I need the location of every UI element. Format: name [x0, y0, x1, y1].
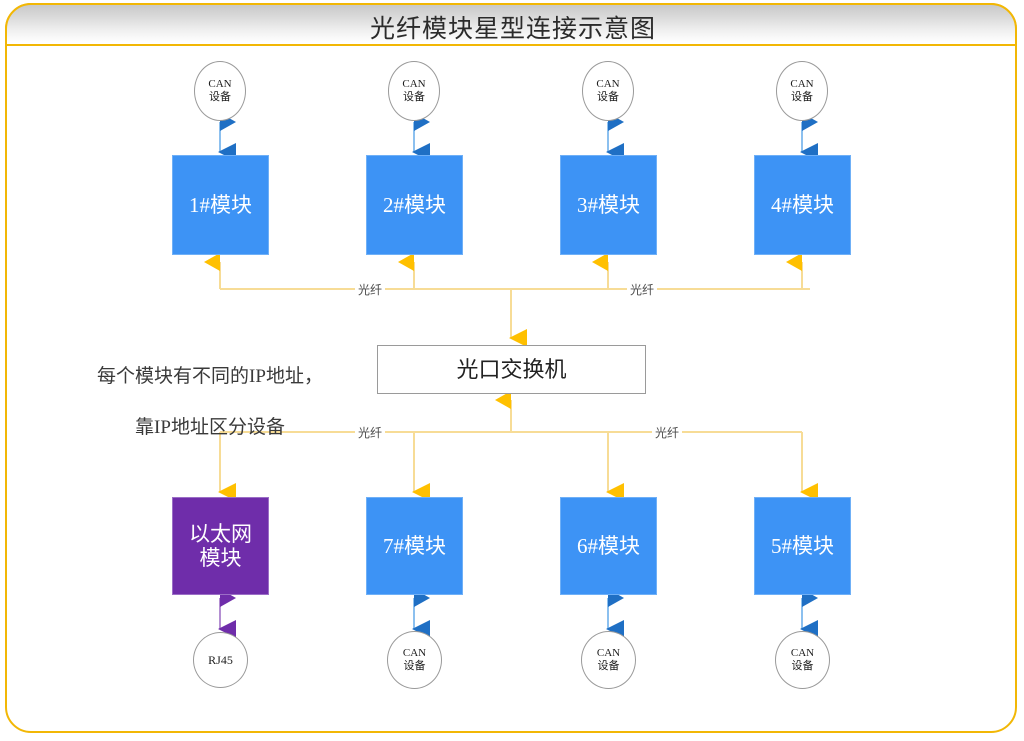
- fiber-label-top-left: 光纤: [355, 281, 386, 298]
- can-device-bottom-7[interactable]: CAN 设备: [387, 631, 442, 689]
- module-label: 4#模块: [771, 192, 834, 217]
- module-label: 3#模块: [577, 192, 640, 217]
- ethernet-module-label-line2: 模块: [199, 546, 242, 570]
- module-label: 5#模块: [771, 533, 834, 558]
- ethernet-module-label-line1: 以太网: [189, 521, 252, 546]
- module-label: 7#模块: [383, 533, 446, 558]
- can-device-label-line1: CAN: [402, 78, 426, 91]
- module-box-ethernet[interactable]: 以太网 模块: [172, 497, 269, 595]
- can-device-label-line2: 设备: [403, 660, 426, 672]
- fiber-label-bottom-left: 光纤: [355, 424, 386, 441]
- can-device-bottom-6[interactable]: CAN 设备: [581, 631, 636, 689]
- fiber-label-top-right: 光纤: [627, 281, 658, 298]
- can-device-label-line1: CAN: [596, 78, 620, 91]
- rj45-connector-node[interactable]: RJ45: [193, 632, 248, 688]
- can-device-label-line1: CAN: [208, 78, 232, 91]
- module-label: 6#模块: [577, 533, 640, 558]
- can-device-label-line1: CAN: [790, 647, 815, 660]
- optical-switch-box[interactable]: 光口交换机: [377, 345, 646, 394]
- can-device-label-line2: 设备: [791, 660, 814, 672]
- module-box-2[interactable]: 2#模块: [366, 155, 463, 255]
- can-device-label-line2: 设备: [402, 91, 425, 103]
- module-label: 2#模块: [383, 192, 446, 217]
- module-box-5[interactable]: 5#模块: [754, 497, 851, 595]
- module-box-6[interactable]: 6#模块: [560, 497, 657, 595]
- title-bar: 光纤模块星型连接示意图: [5, 3, 1017, 46]
- can-device-label-line1: CAN: [790, 78, 814, 91]
- module-box-1[interactable]: 1#模块: [172, 155, 269, 255]
- can-device-top-2[interactable]: CAN 设备: [388, 61, 440, 121]
- can-device-label-line1: CAN: [596, 647, 621, 660]
- optical-switch-label: 光口交换机: [456, 356, 567, 382]
- can-device-label-line2: 设备: [208, 91, 231, 103]
- ip-address-note-line2: 靠IP地址区分设备: [135, 416, 285, 438]
- module-label: 1#模块: [189, 192, 252, 217]
- module-box-3[interactable]: 3#模块: [560, 155, 657, 255]
- top-can-links: [218, 113, 818, 161]
- bottom-device-links: [218, 589, 818, 638]
- rj45-label: RJ45: [208, 652, 233, 667]
- module-box-4[interactable]: 4#模块: [754, 155, 851, 255]
- ip-address-note: 每个模块有不同的IP地址， 靠IP地址区分设备: [60, 338, 360, 466]
- page-title: 光纤模块星型连接示意图: [369, 15, 656, 43]
- module-box-7[interactable]: 7#模块: [366, 497, 463, 595]
- can-device-label-line2: 设备: [597, 660, 620, 672]
- can-device-label-line2: 设备: [790, 91, 813, 103]
- can-device-top-3[interactable]: CAN 设备: [582, 61, 634, 121]
- ip-address-note-line1: 每个模块有不同的IP地址，: [97, 365, 323, 387]
- can-device-label-line2: 设备: [596, 91, 619, 103]
- can-device-top-4[interactable]: CAN 设备: [776, 61, 828, 121]
- can-device-top-1[interactable]: CAN 设备: [194, 61, 246, 121]
- fiber-label-bottom-right: 光纤: [652, 424, 683, 441]
- bottom-fiber-bus: [218, 391, 818, 501]
- can-device-label-line1: CAN: [402, 647, 427, 660]
- top-fiber-bus: [204, 253, 810, 347]
- can-device-bottom-5[interactable]: CAN 设备: [775, 631, 830, 689]
